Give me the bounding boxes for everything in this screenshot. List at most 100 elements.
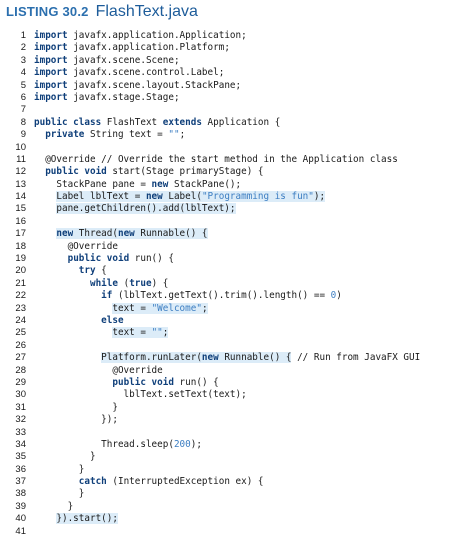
line-number: 2: [20, 42, 26, 54]
line-number: 30: [15, 389, 26, 401]
code-text: Platform.runLater(new Runnable() { // Ru…: [34, 352, 420, 364]
code-token: [34, 129, 45, 140]
code-token: Runnable() {: [218, 352, 292, 364]
listing-label: LISTING 30.2: [6, 4, 89, 19]
code-keyword: import: [34, 79, 68, 91]
code-token: Thread(: [73, 228, 118, 240]
code-keyword: import: [34, 67, 68, 79]
code-token: }).start();: [56, 513, 118, 525]
code-token: @Override // Override the start method i…: [34, 153, 398, 165]
code-token: Runnable() {: [134, 228, 208, 240]
code-token: ;: [162, 327, 169, 339]
code-text: public class FlashText extends Applicati…: [34, 117, 280, 129]
code-line: 36 }: [4, 464, 454, 476]
code-token: pane.getChildren().add(lblText);: [56, 203, 236, 215]
line-number: 8: [20, 116, 26, 128]
code-keyword: new: [56, 228, 74, 240]
line-number: 33: [15, 426, 26, 438]
line-number: 36: [15, 463, 26, 475]
line-number: 18: [15, 240, 26, 252]
code-token: }: [34, 451, 96, 463]
code-token: javafx.application.Application;: [67, 30, 247, 41]
code-keyword: import: [34, 91, 68, 103]
code-keyword: catch: [78, 476, 107, 488]
code-line: 13 StackPane pane = new StackPane();: [4, 179, 454, 191]
line-number: 31: [15, 401, 26, 413]
code-text: import javafx.scene.Scene;: [34, 55, 180, 67]
code-line: 19 public void run() {: [4, 253, 454, 265]
code-token: Thread.sleep(: [34, 438, 174, 450]
code-keyword: public void: [112, 376, 174, 388]
code-string: "Programming is fun": [201, 191, 314, 203]
line-number: 34: [15, 438, 26, 450]
code-line: 15 pane.getChildren().add(lblText);: [4, 203, 454, 215]
code-token: (lblText.getText().trim().length() ==: [112, 290, 331, 302]
line-number: 14: [15, 191, 26, 203]
line-number: 16: [15, 215, 26, 227]
line-number: 21: [15, 277, 26, 289]
code-text: text = "";: [34, 327, 169, 339]
code-text: StackPane pane = new StackPane();: [34, 179, 241, 191]
code-line: 7: [4, 104, 454, 116]
line-number: 9: [20, 129, 26, 141]
line-number: 10: [15, 141, 26, 153]
code-token: [34, 290, 101, 301]
line-number: 27: [15, 352, 26, 364]
code-text: pane.getChildren().add(lblText);: [34, 203, 236, 215]
code-token: {: [95, 265, 107, 277]
code-token: ;: [201, 302, 208, 314]
code-line: 2 import javafx.application.Platform;: [4, 42, 454, 54]
code-token: @Override: [34, 240, 118, 252]
code-token: Label(: [162, 191, 202, 203]
code-token: ): [336, 290, 342, 302]
code-keyword: extends: [162, 116, 202, 128]
code-line: 14 Label lblText = new Label("Programmin…: [4, 191, 454, 203]
code-string: "": [151, 327, 163, 339]
code-token: }: [34, 488, 85, 500]
code-line: 25 text = "";: [4, 327, 454, 339]
code-token: javafx.scene.Scene;: [67, 54, 180, 66]
code-token: FlashText: [101, 116, 163, 128]
line-number: 11: [16, 153, 26, 165]
line-number: 41: [15, 525, 26, 537]
code-token: Platform.runLater(: [101, 352, 202, 364]
code-line: 28 @Override: [4, 365, 454, 377]
code-text: }: [34, 488, 85, 500]
line-number: 15: [15, 203, 26, 215]
code-line: 41: [4, 526, 454, 538]
line-number: 3: [20, 54, 26, 66]
code-token: (InterruptedException ex) {: [106, 476, 264, 488]
code-keyword: public void: [67, 253, 130, 265]
code-keyword: public class: [34, 116, 102, 128]
code-text: Thread.sleep(200);: [34, 439, 202, 451]
line-number: 4: [20, 67, 26, 79]
line-number: 23: [15, 302, 26, 314]
code-token: [34, 352, 101, 363]
code-token: StackPane pane =: [34, 178, 152, 190]
code-keyword: new: [151, 178, 169, 190]
code-string: "Welcome": [151, 302, 202, 314]
code-text: import javafx.application.Platform;: [34, 42, 230, 54]
code-token: [34, 278, 90, 289]
code-token: [34, 228, 56, 239]
code-text: });: [34, 414, 118, 426]
code-token: [34, 303, 112, 314]
code-text: }).start();: [34, 513, 118, 525]
code-text: private String text = "";: [34, 129, 185, 141]
code-line: 35 }: [4, 451, 454, 463]
code-keyword: try: [78, 265, 96, 277]
code-token: @Override: [34, 364, 163, 376]
code-string: "": [168, 129, 180, 141]
code-text: }: [34, 501, 74, 513]
line-number: 13: [15, 178, 26, 190]
code-token: [34, 315, 101, 326]
code-token: lblText.setText(text);: [34, 389, 247, 401]
line-number: 24: [15, 314, 26, 326]
code-keyword: import: [34, 54, 68, 66]
line-number: 38: [15, 488, 26, 500]
code-token: text =: [112, 302, 152, 314]
listing-filename: FlashText.java: [95, 3, 198, 20]
